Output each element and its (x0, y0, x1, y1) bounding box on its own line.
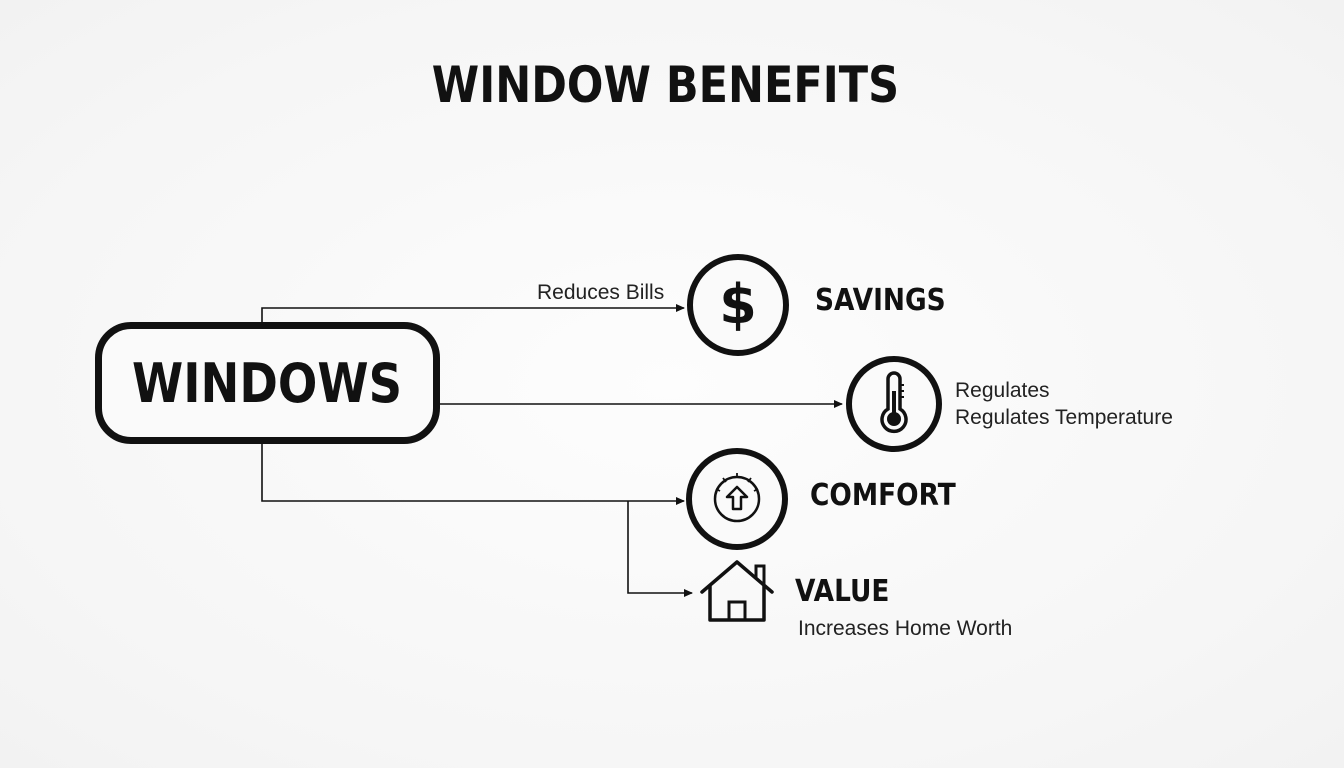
edge-label-reduces-bills: Reduces Bills (537, 281, 665, 304)
connector-value (627, 501, 693, 597)
thermometer-icon (846, 356, 942, 452)
windows-node: WINDOWS (95, 322, 440, 444)
temperature-line-1: Regulates (955, 379, 1050, 402)
comfort-arrow-icon (686, 448, 788, 550)
connector-comfort (261, 444, 685, 505)
temperature-line-2: Regulates Temperature (955, 406, 1173, 429)
diagram-title: WINDOW BENEFITS (431, 56, 900, 114)
value-description: Increases Home Worth (798, 617, 1013, 640)
savings-heading: SAVINGS (815, 283, 946, 318)
dollar-icon: $ (687, 254, 789, 356)
house-icon (700, 560, 774, 622)
connector-savings (261, 304, 685, 322)
value-heading: VALUE (795, 574, 890, 609)
comfort-heading: COMFORT (810, 478, 956, 513)
windows-node-label: WINDOWS (132, 351, 403, 415)
